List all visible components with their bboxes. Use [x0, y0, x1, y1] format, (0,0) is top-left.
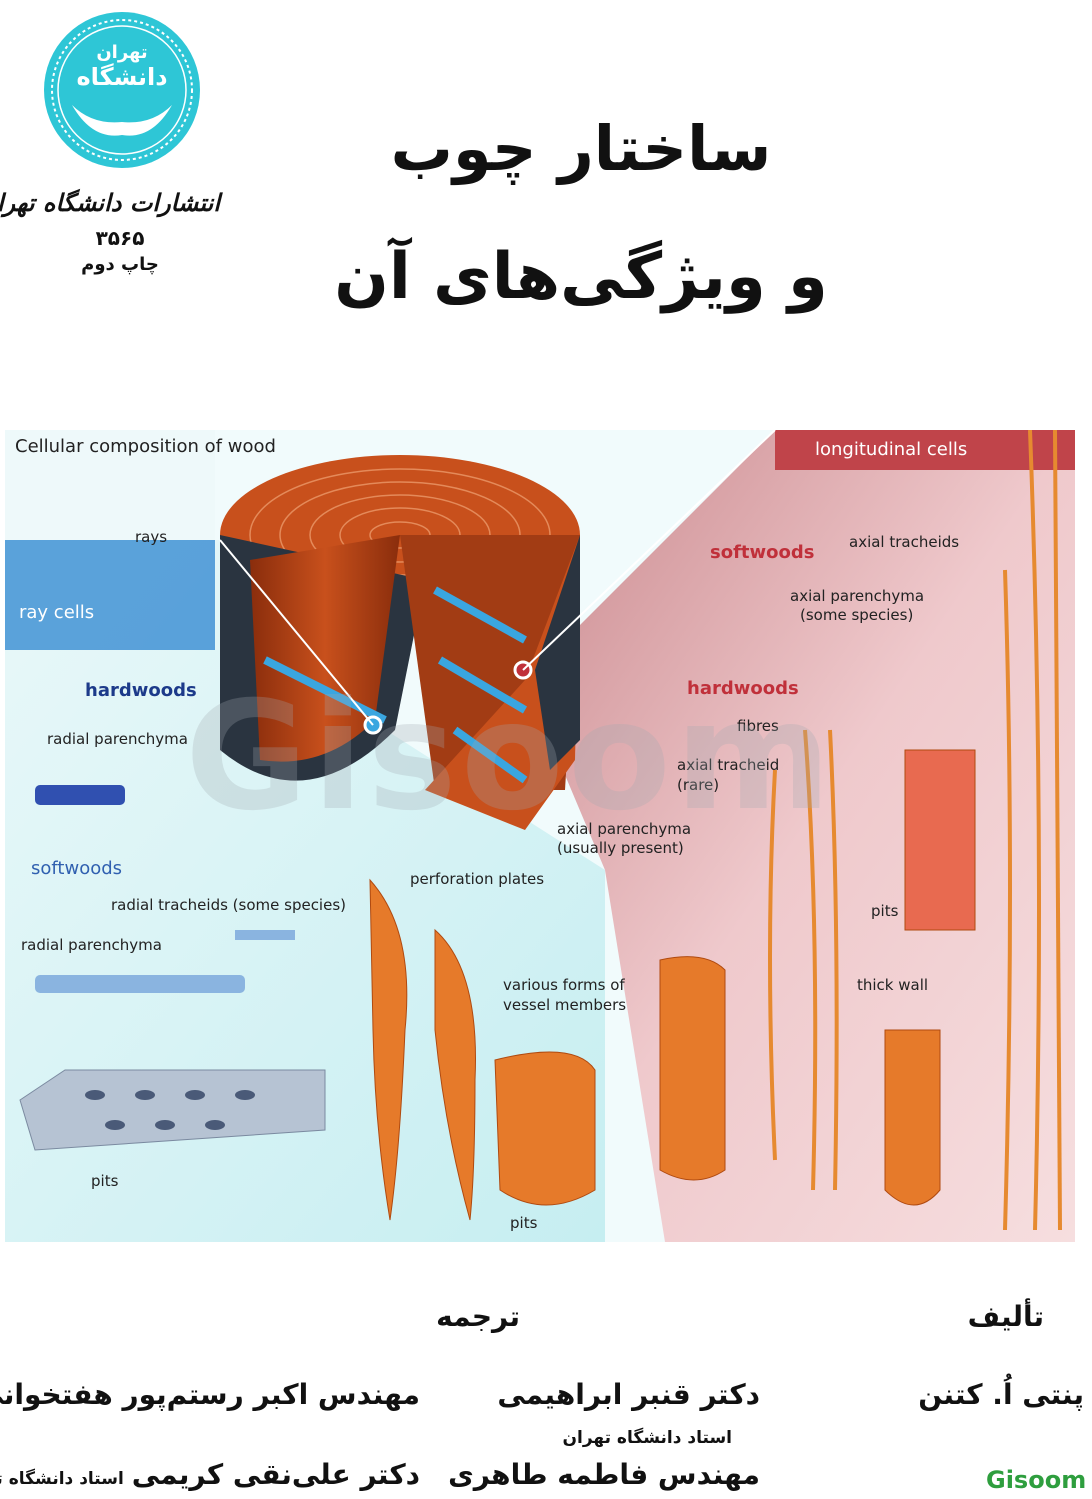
left-softwoods-label: softwoods	[31, 858, 123, 879]
right-pits-label: pits	[871, 902, 899, 920]
wood-cell-diagram: Cellular composition of wood longitudina…	[5, 430, 1075, 1242]
thick-wall-label: thick wall	[857, 976, 929, 994]
right-softwoods-label: softwoods	[710, 542, 815, 563]
longitudinal-header-bar	[775, 430, 1075, 470]
left-header-bg	[5, 430, 215, 540]
axial-parenchyma-hw-label-1: axial parenchyma	[557, 820, 692, 838]
translator-3: مهندس فاطمه طاهری	[448, 1458, 760, 1491]
left-pits-label: pits	[91, 1172, 119, 1190]
rays-label: rays	[135, 528, 168, 546]
left-hardwoods-label: hardwoods	[85, 680, 197, 701]
university-logo: دانشگاه تهران	[42, 10, 202, 170]
perforation-plates-label: perforation plates	[410, 870, 545, 888]
right-hardwoods-label: hardwoods	[687, 678, 799, 699]
translator-4-role: استاد دانشگاه تهران	[0, 1469, 124, 1489]
vessel-members-label-1: various forms of	[503, 976, 625, 994]
fibres	[768, 430, 1062, 1231]
svg-text:تهران: تهران	[96, 42, 147, 63]
publication-number: ۳۵۶۵	[95, 226, 145, 250]
gisoom-logo: Gisoom	[986, 1466, 1087, 1494]
author-name: پنتی اُ. کتنن	[918, 1378, 1084, 1411]
log-bark-right	[535, 535, 580, 770]
translator-2: مهندس اکبر رستم‌پور هفتخوانی	[0, 1378, 420, 1411]
ray-cells-label: ray cells	[19, 602, 95, 623]
edition: چاپ دوم	[81, 254, 159, 275]
ray-lines	[263, 586, 528, 784]
axial-parenchyma-sw-label-1: axial parenchyma	[790, 587, 925, 605]
author-heading: تألیف	[967, 1300, 1044, 1333]
publisher-name: انتشارات دانشگاه تهران	[0, 188, 220, 217]
axial-tracheid-label-1: axial tracheid	[677, 756, 780, 774]
translation-heading: ترجمه	[436, 1300, 520, 1333]
translator-1: دکتر قنبر ابراهیمی	[497, 1378, 760, 1411]
vessel-members	[369, 749, 976, 1221]
watermark: Gisoom	[185, 670, 836, 844]
axial-parenchyma-hw-label-2: (usually present)	[557, 839, 684, 857]
axial-parenchyma-sw-label-2: (some species)	[800, 606, 914, 624]
ray-cells-band	[5, 540, 215, 650]
radial-tracheids-label: radial tracheids (some species)	[111, 896, 346, 914]
logo-text: دانشگاه	[76, 63, 167, 91]
translator-4: دکتر علی‌نقی کریمی	[131, 1458, 420, 1491]
axial-tracheids-label: axial tracheids	[849, 533, 960, 551]
title-line-2: و ویژگی‌های آن	[334, 240, 828, 314]
radial-parenchyma-hw-label: radial parenchyma	[47, 730, 188, 748]
vessel-members-label-2: vessel members	[503, 996, 627, 1014]
figure-heading: Cellular composition of wood	[15, 436, 276, 457]
translator-1-role: استاد دانشگاه تهران	[562, 1428, 733, 1448]
title-line-1: ساختار چوب	[390, 112, 772, 185]
axial-tracheid-label-2: (rare)	[677, 776, 720, 794]
radial-parenchyma-sw-label: radial parenchyma	[21, 936, 162, 954]
center-pits-label: pits	[510, 1214, 538, 1232]
longitudinal-heading: longitudinal cells	[815, 439, 968, 460]
fibres-label: fibres	[737, 717, 779, 735]
